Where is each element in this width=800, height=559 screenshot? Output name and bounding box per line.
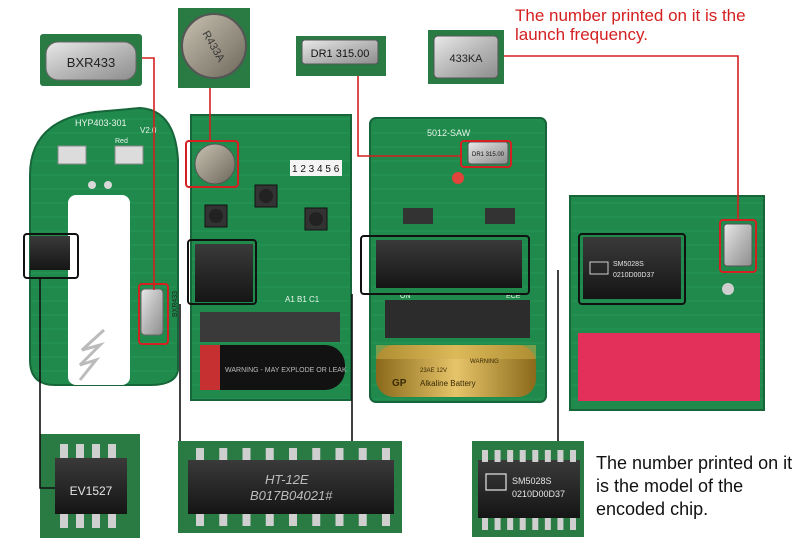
crystal-closeup-4 [428,30,504,84]
board4-chip-top: SM5028S [613,261,644,268]
chip-pin [507,450,514,462]
highlight-boxes [23,140,757,345]
battery2-warning: WARNING - MAY EXPLODE OR LEAK [225,367,347,374]
board3-saw-crystal-label: DR1 315.00 [472,152,505,158]
chip-pin [242,514,251,526]
chip-closeup-3 [472,441,584,537]
chip-pin [289,448,297,460]
chip-pin [570,450,576,462]
chip-pin [312,448,321,460]
chip-pin [358,514,367,526]
board1-version: V2.0 [140,126,157,135]
chip-pin [289,514,297,526]
board1-red-label: Red [115,138,128,145]
board-1 [29,106,179,386]
chip-pin [544,450,551,462]
chip-pin [494,450,501,462]
board3-saw: 5012-SAW [427,128,471,138]
chip-3-pins [482,450,576,530]
board4-chip-bottom: 0210D00D37 [613,272,654,279]
board1-label: HYP403-301 [75,118,127,128]
board3-brand: GP [392,378,407,389]
chip-1-label: EV1527 [70,484,113,498]
chip-pin [557,518,564,530]
leader-lines-black [39,270,559,489]
crystal-3-label: DR1 315.00 [311,48,370,60]
crystal-closeup-3 [296,36,386,76]
chip-2-label-1: HT-12E [265,472,309,487]
board-3 [369,117,547,403]
chip-pin [335,514,344,526]
chip-pin [219,448,228,460]
crystal-4-label: 433KA [449,53,483,65]
chip-pin [382,448,390,460]
board3-battery: Alkaline Battery [420,379,476,388]
frequency-note: The number printed on it is the launch f… [515,6,746,44]
chip-3-label-1: SM5028S [512,476,552,486]
board3-warning: WARNING [470,359,499,365]
chip-pin [242,448,251,460]
chip-pin [482,518,488,530]
board-2 [190,114,352,401]
chip-pin [507,518,514,530]
chip-pin [265,514,274,526]
board2-dip-numbers: 1 2 3 4 5 6 [292,164,340,175]
board1-crystal-label: BXR433 [172,291,179,317]
chip-pin [557,450,564,462]
chip-pin [335,448,344,460]
crystal-closeup-2 [178,8,250,88]
chip-model-note: The number printed on it is the model of… [596,453,793,519]
board2-pins: A1 B1 C1 [285,295,320,304]
chip-pin [312,514,321,526]
chip-pin [265,448,274,460]
crystal-1-label: BXR433 [67,55,115,70]
chip-pin [532,518,539,530]
board3-on: ON [400,293,411,300]
chip-2-label-2: B017B04021# [250,488,333,503]
chip-pin [358,448,367,460]
chip-pin [494,518,501,530]
chip-pin [519,450,526,462]
chip-2-pins [196,448,390,526]
chip-pin [519,518,526,530]
chip-pin [570,518,576,530]
chip-pin [219,514,228,526]
chip-pin [532,450,539,462]
chip-pin [382,514,390,526]
chip-pin [482,450,488,462]
board3-battery-model: 23AE 12V [420,368,447,374]
chip-3-label-2: 0210D00D37 [512,489,565,499]
chip-pin [196,448,204,460]
board3-ece: ECE [506,293,521,300]
chip-pin [196,514,204,526]
chip-closeup-1 [40,434,140,538]
chip-pin [544,518,551,530]
leader-lines-red [142,55,739,290]
crystal-closeup-1 [40,34,142,86]
